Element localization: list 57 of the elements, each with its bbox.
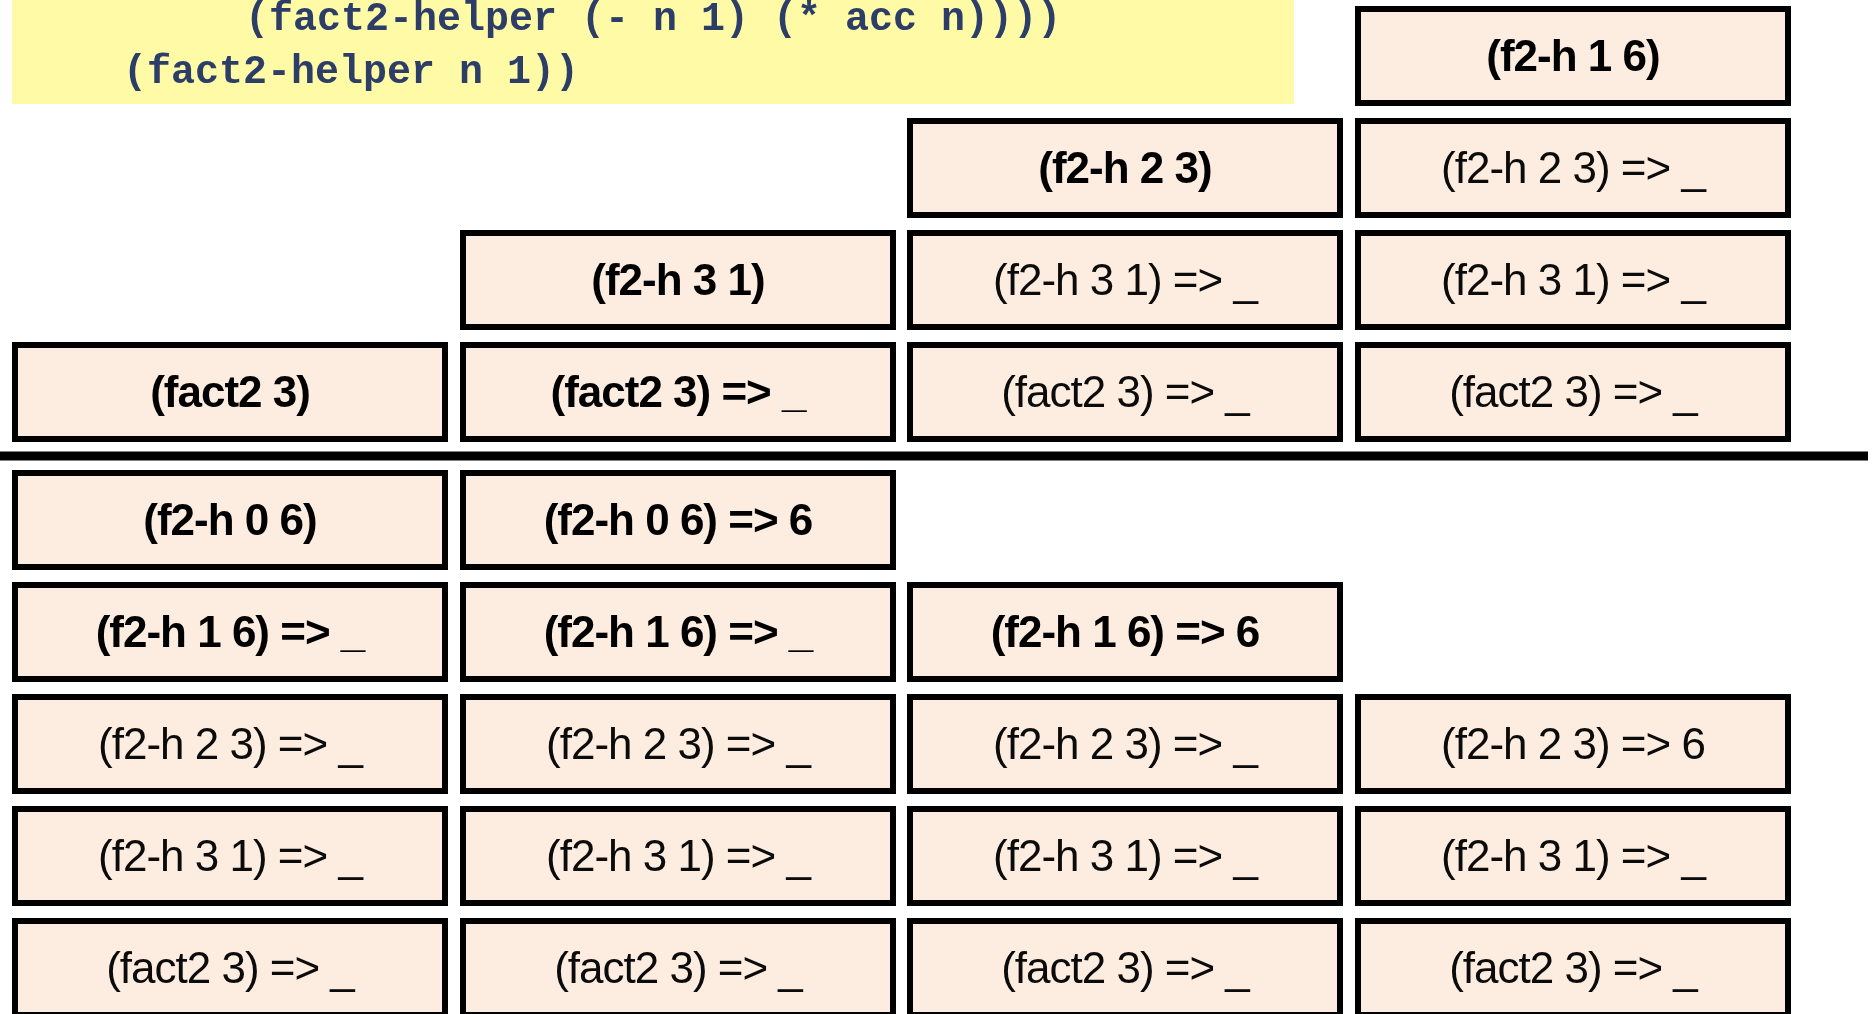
frame-label: (f2-h 3 1) => _ <box>546 831 810 881</box>
frame-label: (fact2 3) => _ <box>1001 943 1249 993</box>
frame-label: (f2-h 1 6) => 6 <box>990 607 1260 657</box>
stack-frame-box <box>1355 342 1791 442</box>
frame-label: (fact2 3) <box>150 367 310 417</box>
stack-frame-box <box>460 918 896 1014</box>
stack-frame-box <box>12 342 448 442</box>
frame-label: (f2-h 2 3) => _ <box>993 719 1257 769</box>
frame-label: (f2-h 0 6) => 6 <box>543 495 813 545</box>
frame-label: (f2-h 2 3) <box>1038 143 1212 193</box>
frame-label: (f2-h 1 6) => _ <box>95 607 365 657</box>
stack-frame-box <box>907 806 1343 906</box>
stack-frame-box <box>1355 918 1791 1014</box>
stack-frame-box <box>907 694 1343 794</box>
frame-label: (fact2 3) => _ <box>106 943 354 993</box>
stack-frame-box <box>12 694 448 794</box>
frame-label: (f2-h 1 6) => _ <box>543 607 813 657</box>
stack-frame-box <box>12 806 448 906</box>
stack-frame-box <box>1355 230 1791 330</box>
frame-label: (f2-h 1 6) <box>1486 31 1660 81</box>
frame-label: (f2-h 3 1) => _ <box>1441 831 1705 881</box>
stack-frame-box <box>460 342 896 442</box>
stack-frame-box <box>1355 118 1791 218</box>
frame-label: (f2-h 3 1) <box>591 255 765 305</box>
stack-frame-box <box>460 582 896 682</box>
frame-label: (f2-h 3 1) => _ <box>993 255 1257 305</box>
stack-frame-box <box>460 694 896 794</box>
stack-frame-box <box>12 470 448 570</box>
code-panel <box>12 0 1294 104</box>
stack-frame-box <box>1355 806 1791 906</box>
frame-label: (f2-h 0 6) <box>143 495 317 545</box>
frame-label: (f2-h 3 1) => _ <box>98 831 362 881</box>
stack-frame-box <box>1355 6 1791 106</box>
frame-label: (f2-h 2 3) => 6 <box>1441 719 1705 769</box>
frame-label: (fact2 3) => _ <box>1001 367 1249 417</box>
stack-frame-box <box>12 918 448 1014</box>
stack-frame-box <box>460 470 896 570</box>
frame-label: (fact2 3) => _ <box>1449 943 1697 993</box>
frame-label: (fact2 3) => _ <box>1449 367 1697 417</box>
stack-frame-box <box>12 582 448 682</box>
code-line: (fact2-helper n 1)) <box>123 50 580 95</box>
stack-frame-box <box>907 918 1343 1014</box>
frame-label: (f2-h 2 3) => _ <box>546 719 810 769</box>
frame-label: (f2-h 3 1) => _ <box>993 831 1257 881</box>
stack-frame-box <box>460 230 896 330</box>
stack-frame-box <box>907 342 1343 442</box>
frame-label: (fact2 3) => _ <box>554 943 802 993</box>
stack-frame-box <box>907 230 1343 330</box>
frame-label: (f2-h 3 1) => _ <box>1441 255 1705 305</box>
stack-frame-box <box>907 582 1343 682</box>
stack-frame-box <box>460 806 896 906</box>
stack-frame-box <box>1355 694 1791 794</box>
frame-label: (f2-h 2 3) => _ <box>1441 143 1705 193</box>
code-line: (fact2-helper (- n 1) (* acc n)))) <box>245 0 1062 42</box>
frame-label: (fact2 3) => _ <box>550 367 806 417</box>
stack-frame-box <box>907 118 1343 218</box>
frame-label: (f2-h 2 3) => _ <box>98 719 362 769</box>
